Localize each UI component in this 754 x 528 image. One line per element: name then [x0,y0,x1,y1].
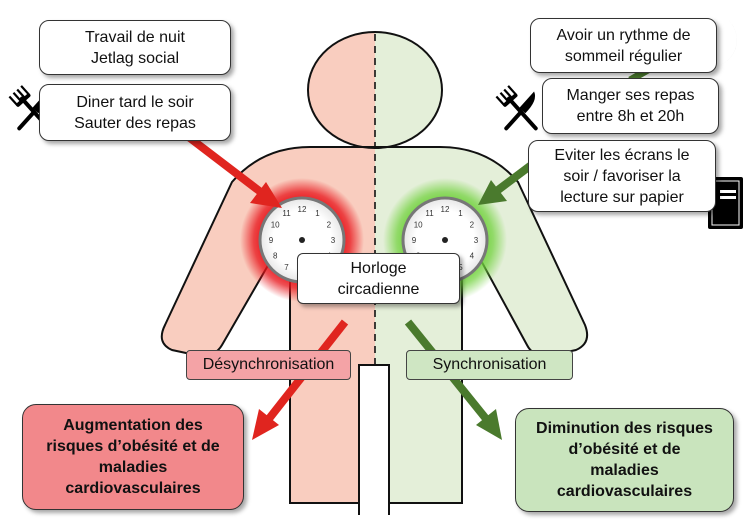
clock-numeral: 1 [458,209,463,218]
clock-numeral: 2 [470,221,475,230]
circadian-clock-line1: Horloge [350,259,407,277]
desynchronisation-text: Désynchronisation [202,356,335,373]
clock-numeral: 10 [414,221,423,230]
factor-late-dinner-line2: Sauter des repas [74,114,196,132]
clock-numeral: 8 [273,252,278,261]
clock-numeral: 1 [315,209,320,218]
clock-numeral: 4 [470,252,475,261]
clock-numeral: 5 [458,263,463,272]
factor-night-work-line1: Travail de nuit [85,28,185,46]
factor-meal-times-line1: Manger ses repas [566,87,695,104]
factor-avoid-screens: Eviter les écrans le soir / favoriser la… [528,140,716,212]
desynchronisation-label: Désynchronisation [186,350,351,380]
circadian-clock-line2: circadienne [337,280,420,298]
factor-late-dinner-line1: Diner tard le soir [76,93,194,111]
clock-numeral: 12 [298,205,307,214]
factor-night-work-line2: Jetlag social [90,49,180,67]
outcome-decreased-risk-line1: Diminution des risques [536,420,713,437]
outcome-decreased-risk-line3: maladies [590,462,659,479]
factor-avoid-screens-line1: Eviter les écrans le [554,146,690,164]
synchronisation-text: Synchronisation [432,356,547,373]
clock-numeral: 2 [327,221,332,230]
clock-numeral: 7 [284,263,289,272]
outcome-increased-risk-line1: Augmentation des [63,417,203,434]
arrow-left-to-clock [179,128,282,208]
factor-regular-sleep-line1: Avoir un rythme de [556,26,691,44]
factor-regular-sleep-line2: sommeil régulier [564,47,683,65]
outcome-increased-risk-line4: cardiovasculaires [65,480,201,497]
factor-avoid-screens-line2: soir / favoriser la [563,167,681,185]
outcome-increased-risk-line2: risques d’obésité et de [46,438,220,455]
factor-late-dinner: Diner tard le soir Sauter des repas [39,84,231,141]
synchronisation-label: Synchronisation [406,350,573,380]
outcome-increased-risk: Augmentation des risques d’obésité et de… [22,404,244,510]
factor-avoid-screens-line3: lecture sur papier [560,188,684,206]
factor-meal-times-line2: entre 8h et 20h [576,108,685,125]
clock-numeral: 9 [412,236,417,245]
factor-night-work: Travail de nuit Jetlag social [39,20,231,75]
factor-meal-times: Manger ses repas entre 8h et 20h [542,78,719,134]
outcome-decreased-risk-line4: cardiovasculaires [556,483,693,500]
outcome-decreased-risk: Diminution des risques d’obésité et de m… [515,408,734,512]
clock-numeral: 10 [271,221,280,230]
clock-numeral: 11 [425,209,434,218]
factor-regular-sleep: Avoir un rythme de sommeil régulier [530,18,717,73]
fork-knife-icon [495,85,538,131]
outcome-decreased-risk-line2: d’obésité et de [568,441,681,458]
book-icon [708,177,743,229]
clock-numeral: 12 [441,205,450,214]
clock-numeral: 9 [269,236,274,245]
clock-numeral: 11 [282,209,291,218]
clock-numeral: 3 [331,236,336,245]
outcome-increased-risk-line3: maladies [98,459,168,476]
circadian-clock-label: Horloge circadienne [297,253,460,304]
clock-numeral: 3 [474,236,479,245]
